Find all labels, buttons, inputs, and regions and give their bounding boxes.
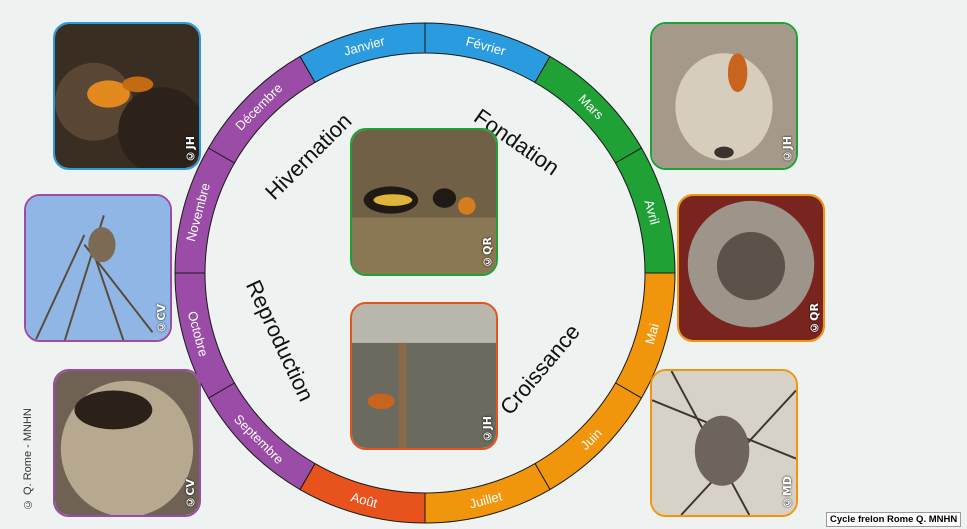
photo-credit: ©JH [184,136,197,162]
photo-credit: ©QR [481,237,494,268]
phase-label-reproduction: Reproduction [241,276,319,405]
photo-credit: ©CV [184,479,197,509]
figure-caption: Cycle frelon Rome Q. MNHN [826,512,961,527]
photo-credit: ©JH [781,136,794,162]
photo-nest-hornets-reproduction: ©CV [53,369,201,517]
photo-hornet-hunting-bees: ©JH [350,302,498,450]
photo-copyright: © Q. Rome - MNHN [22,360,42,510]
photo-growing-nest: ©QR [677,194,825,342]
phase-label-hivernation: Hivernation [260,108,356,204]
photo-founding-queen-nest: ©JH [650,22,798,170]
photo-nest-in-branches: ©MD [650,369,798,517]
photo-credit: ©MD [781,476,794,509]
photo-credit: ©QR [808,303,821,334]
photo-hibernating-queen: ©JH [53,22,201,170]
photo-asian-hornet-center: ©QR [350,128,498,276]
phase-label-croissance: Croissance [495,319,585,419]
photo-credit: ©CV [155,304,168,334]
photo-credit: ©JH [481,416,494,442]
photo-nest-in-tree: ©CV [24,194,172,342]
